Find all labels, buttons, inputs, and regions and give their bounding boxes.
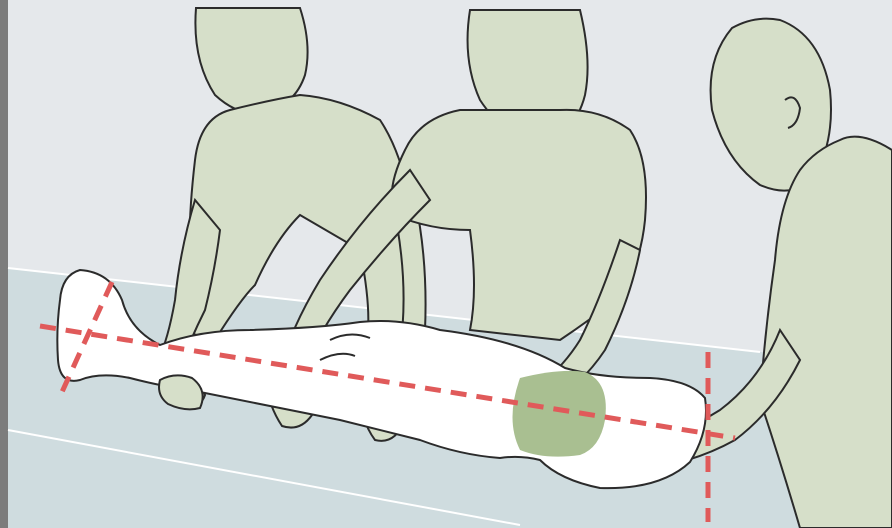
left-frame-edge (0, 0, 8, 528)
